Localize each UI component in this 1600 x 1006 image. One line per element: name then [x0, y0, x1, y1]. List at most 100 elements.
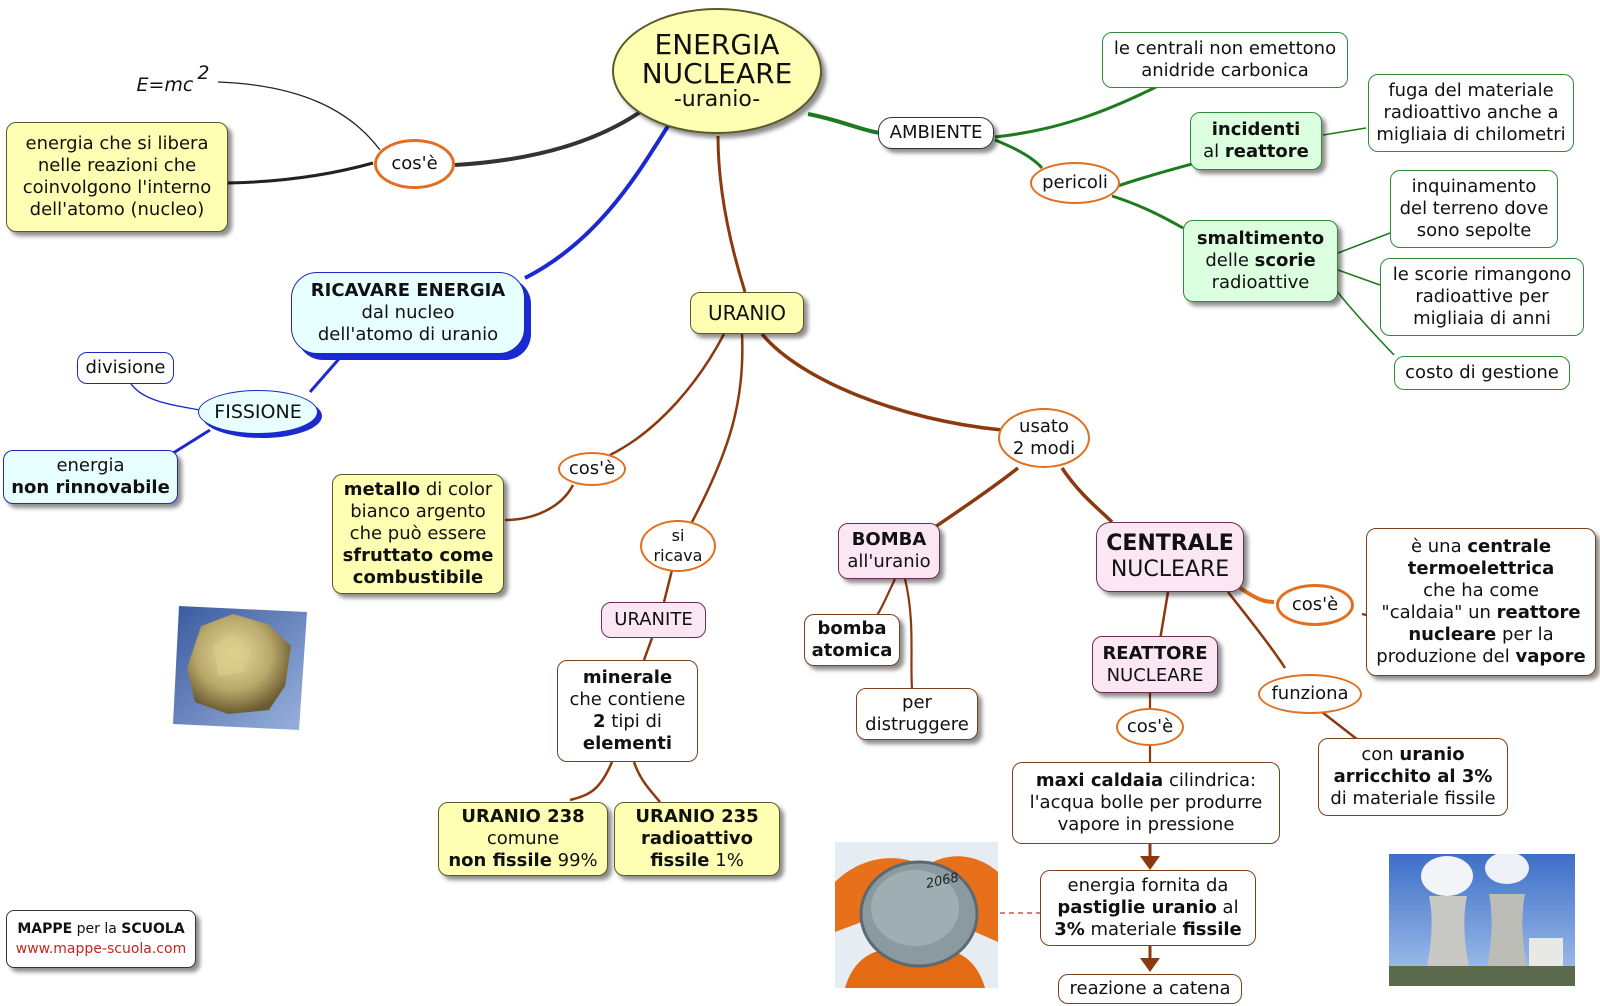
termoelettrica-box: è una centrale termoelettrica che ha com… [1366, 528, 1596, 676]
fuga-line: fuga del materiale [1388, 80, 1554, 101]
centrali-co2-line: anidride carbonica [1141, 60, 1309, 81]
usato-bubble: usato 2 modi [998, 408, 1090, 468]
logo-url-link[interactable]: www.mappe-scuola.com [15, 941, 187, 957]
inquinamento-line: inquinamento [1411, 176, 1537, 197]
u235-line: radioattivo [640, 828, 754, 849]
cose-label: cos'è [1291, 594, 1339, 615]
mappe-scuola-logo[interactable]: MAPPE per la SCUOLA www.mappe-scuola.com [6, 910, 196, 968]
scorie-anni-box: le scorie rimangono radioattive per migl… [1380, 258, 1584, 336]
cose-bubble-centrale: cos'è [1276, 584, 1354, 626]
bomba-node: BOMBA all'uranio [838, 523, 940, 579]
arricchito-line: di materiale fissile [1330, 788, 1496, 809]
fuga-line: radioattivo anche a [1383, 102, 1559, 123]
uranio-238-box: URANIO 238 comune non fissile 99% [438, 802, 608, 876]
uranium-rock-icon [173, 606, 307, 730]
bomba-title: BOMBA [851, 529, 927, 550]
metallo-line: combustibile [352, 567, 484, 588]
metallo-line: sfruttato come [342, 545, 494, 566]
pastiglie-box: energia fornita da pastiglie uranio al 3… [1040, 870, 1256, 946]
bomba-atomica-line: atomica [811, 640, 893, 661]
arricchito-line: arricchito al 3% [1333, 766, 1493, 787]
minerale-line-3: 2 tipi di [593, 711, 662, 732]
uranium-pellet-image: 2068 [835, 842, 998, 988]
uranite-label: URANITE [614, 609, 693, 630]
centrale-line: NUCLEARE [1110, 557, 1230, 582]
usato-line: 2 modi [1012, 438, 1076, 459]
incidenti-line-2: al reattore [1203, 141, 1309, 162]
termo-line-4: "caldaia" un reattore [1381, 602, 1581, 623]
fuga-box: fuga del materiale radioattivo anche a m… [1368, 74, 1574, 152]
fissione-label: FISSIONE [214, 401, 302, 423]
si-ricava-line: ricava [653, 546, 703, 565]
usato-line: usato [1019, 416, 1069, 437]
termo-line: che ha come [1423, 580, 1539, 601]
pastiglie-line-2: pastiglie uranio al [1057, 897, 1239, 918]
u238-title: URANIO 238 [461, 806, 585, 827]
arricchito-line-1: con uranio [1361, 744, 1465, 765]
bomba-line: all'uranio [847, 551, 931, 572]
pellet-serial-label: 2068 [925, 870, 960, 892]
caldaia-line-1: maxi caldaia cilindrica: [1035, 770, 1257, 791]
uranium-rock-image [173, 606, 307, 730]
per-distruggere-line: distruggere [865, 714, 969, 735]
funziona-bubble: funziona [1258, 674, 1362, 714]
ricavare-line: dell'atomo di uranio [317, 324, 499, 345]
smaltimento-line-2: delle scorie [1205, 250, 1316, 271]
incidenti-box: incidenti al reattore [1190, 112, 1322, 170]
cose-label: cos'è [391, 153, 438, 174]
ricavare-title: RICAVARE ENERGIA [310, 280, 506, 301]
u235-title: URANIO 235 [635, 806, 759, 827]
caldaia-box: maxi caldaia cilindrica: l'acqua bolle p… [1012, 762, 1280, 844]
minerale-line: che contiene [569, 689, 686, 710]
ricavare-energia-node: RICAVARE ENERGIA dal nucleo dell'atomo d… [291, 272, 525, 354]
centrale-title: CENTRALE [1106, 531, 1234, 556]
inquinamento-line: del terreno dove [1399, 198, 1549, 219]
smaltimento-title: smaltimento [1196, 228, 1325, 249]
costo-label: costo di gestione [1405, 362, 1559, 383]
inquinamento-line: sono sepolte [1416, 220, 1532, 241]
definition-line: energia che si libera [25, 133, 209, 154]
metallo-box: metallo di color bianco argento che può … [332, 474, 504, 594]
pastiglie-line-3: 3% materiale fissile [1054, 919, 1242, 940]
cose-bubble-definition: cos'è [374, 139, 455, 189]
minerale-line: elementi [582, 733, 673, 754]
funziona-label: funziona [1271, 683, 1349, 704]
pericoli-label: pericoli [1042, 172, 1108, 193]
reattore-node: REATTORE NUCLEARE [1092, 636, 1218, 693]
definition-line: nelle reazioni che [37, 155, 197, 176]
caldaia-line: vapore in pressione [1057, 814, 1235, 835]
gloved-hands-pellet-icon: 2068 [835, 842, 998, 988]
reattore-line: NUCLEARE [1106, 664, 1204, 686]
smaltimento-line: radioattive [1211, 272, 1310, 293]
cooling-towers-icon [1389, 854, 1575, 986]
central-title-node: ENERGIA NUCLEARE -uranio- [612, 8, 822, 134]
uranio-node: URANIO [690, 292, 804, 334]
termo-line-6: produzione del vapore [1376, 646, 1586, 667]
bomba-atomica-line: bomba [817, 618, 887, 639]
formula-text: E=mc [136, 74, 194, 96]
centrali-co2-line: le centrali non emettono [1113, 38, 1337, 59]
formula-emc2: E=mc 2 [128, 62, 218, 100]
inquinamento-box: inquinamento del terreno dove sono sepol… [1390, 170, 1558, 248]
costo-gestione-box: costo di gestione [1394, 356, 1570, 390]
u238-line: comune [486, 828, 560, 849]
reazione-catena-box: reazione a catena [1058, 974, 1242, 1004]
title-line-1: ENERGIA [654, 28, 780, 61]
fuga-line: migliaia di chilometri [1376, 124, 1566, 145]
cose-label: cos'è [1126, 716, 1174, 737]
si-ricava-line: si [671, 526, 685, 545]
pericoli-bubble: pericoli [1030, 162, 1120, 204]
definition-line: coinvolgono l'interno [22, 177, 212, 198]
cose-bubble-reattore: cos'è [1116, 708, 1184, 746]
minerale-box: minerale che contiene 2 tipi di elementi [557, 660, 698, 762]
metallo-line-1: metallo di color [343, 479, 493, 500]
per-distruggere-box: per distruggere [856, 688, 978, 740]
metallo-line: che può essere [349, 523, 487, 544]
ricavare-line: dal nucleo [361, 302, 455, 323]
scorie-anni-line: migliaia di anni [1413, 308, 1551, 329]
divisione-label: divisione [85, 357, 166, 378]
centrali-co2-box: le centrali non emettono anidride carbon… [1102, 32, 1348, 88]
per-distruggere-line: per [902, 692, 932, 713]
non-rinnovabile-line: energia [56, 455, 125, 476]
cose-label: cos'è [568, 458, 616, 479]
